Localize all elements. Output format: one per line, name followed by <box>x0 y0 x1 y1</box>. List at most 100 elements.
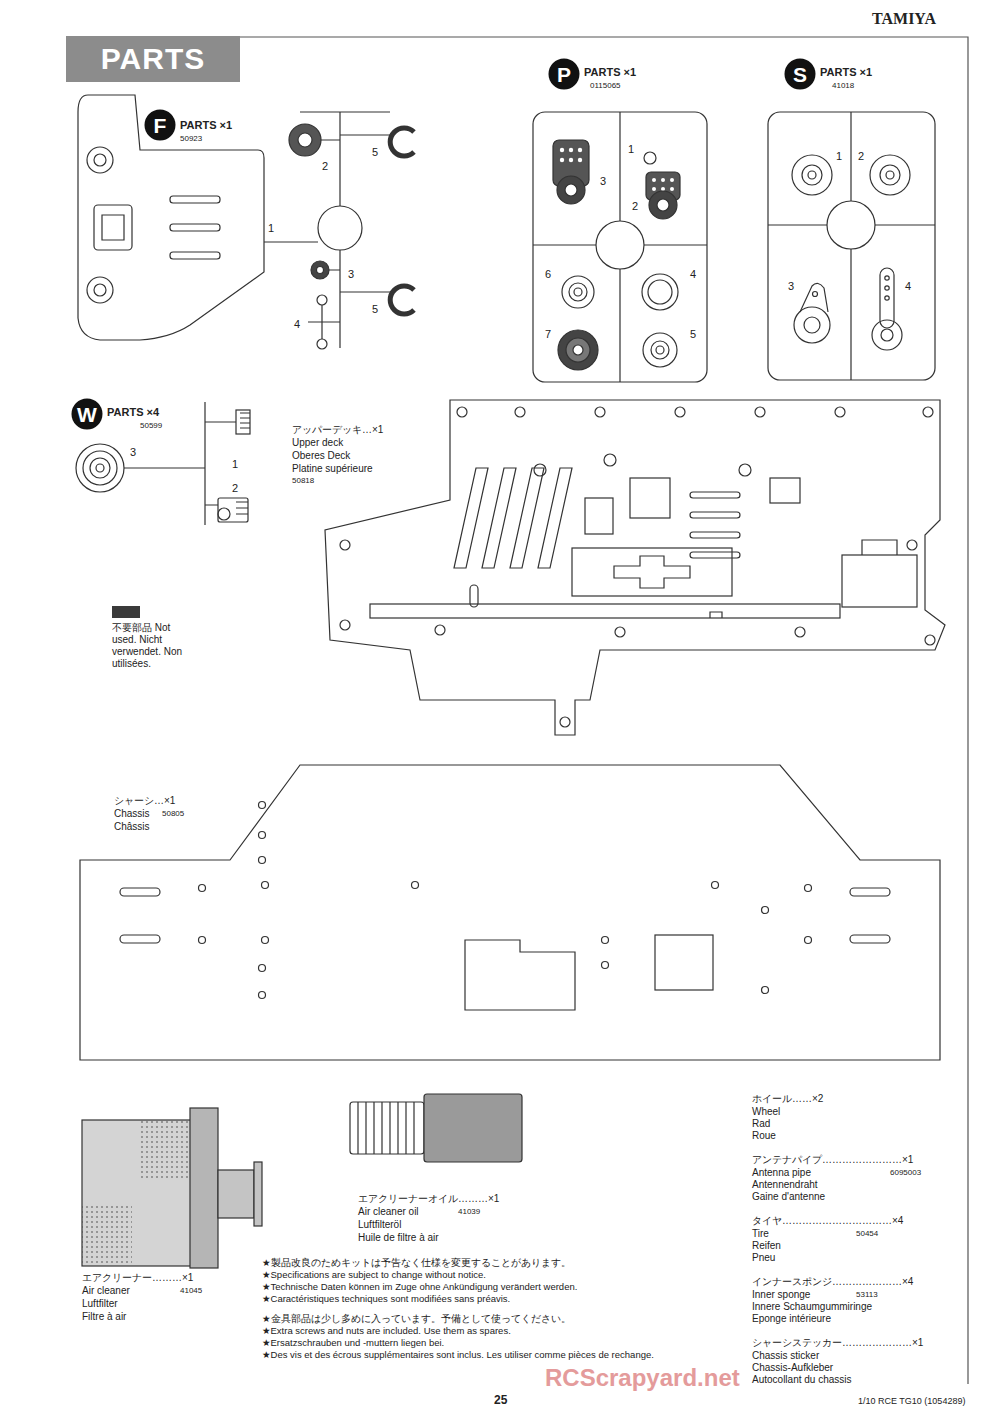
part-name: Filtre à air <box>82 1311 126 1323</box>
note-text: ★Extra screws and nuts are included. Use… <box>262 1326 511 1337</box>
parts-tree-heading: PARTS ×1 <box>584 66 636 79</box>
callout-number: 2 <box>858 150 864 163</box>
accessory-item: Reifen <box>752 1240 781 1252</box>
callout-number: 3 <box>600 175 606 188</box>
part-name: エアクリーナー………×1 <box>82 1272 193 1284</box>
callout-number: 3 <box>348 268 354 281</box>
parts-tree-heading: PARTS ×1 <box>820 66 872 79</box>
callout-number: 4 <box>905 280 911 293</box>
part-name: Oberes Deck <box>292 450 350 462</box>
accessory-item: シャーシステッカー…………………×1 <box>752 1337 923 1349</box>
accessory-item: Innere Schaumgummiringe <box>752 1301 872 1313</box>
part-name: アッパーデッキ…×1 <box>292 424 383 436</box>
badge-disc <box>145 110 176 141</box>
accessory-item: Chassis-Aufkleber <box>752 1362 833 1374</box>
callout-number: 3 <box>130 446 136 459</box>
part-number: 50805 <box>162 809 184 818</box>
legend-entry: 不要部品 Not used. Nicht verwendet. Non util… <box>112 606 208 670</box>
part-number: 41045 <box>180 1286 202 1295</box>
kit-code: 1/10 RCE TG10 (1054289) <box>858 1396 965 1406</box>
part-name: Luftfilteröl <box>358 1219 401 1231</box>
callout-number: 1 <box>268 222 274 235</box>
accessory-item: Chassis sticker <box>752 1350 819 1362</box>
accessory-item: タイヤ……………………………×4 <box>752 1215 903 1227</box>
parts-tree-badge: W <box>71 398 103 430</box>
title-banner: PARTS <box>66 36 240 82</box>
part-name: シャーシ…×1 <box>114 795 175 807</box>
part-number: 6095003 <box>890 1168 921 1177</box>
badge-disc <box>72 399 103 430</box>
note-text: ★Ersatzschrauben und -muttern liegen bei… <box>262 1338 444 1349</box>
page-number: 25 <box>494 1394 507 1408</box>
callout-number: 6 <box>545 268 551 281</box>
note-text: ★Caractéristiques techniques sont modifi… <box>262 1294 510 1305</box>
parts-tree-heading: PARTS ×1 <box>180 119 232 132</box>
part-name: Upper deck <box>292 437 343 449</box>
tree-letter: S <box>793 64 807 85</box>
part-number: 50454 <box>856 1229 878 1238</box>
callout-number: 1 <box>232 458 238 471</box>
tree-letter: W <box>77 404 97 425</box>
part-name: Luftfilter <box>82 1298 118 1310</box>
accessory-item: Gaine d'antenne <box>752 1191 825 1203</box>
accessory-item: Antennendraht <box>752 1179 818 1191</box>
part-number: 41039 <box>458 1207 480 1216</box>
brand-name: TAMIYA <box>872 10 936 28</box>
part-number: 53113 <box>856 1290 878 1299</box>
part-name: Air cleaner <box>82 1285 130 1297</box>
accessory-item: インナースポンジ…………………×4 <box>752 1276 913 1288</box>
part-number: 50599 <box>140 421 162 430</box>
callout-number: 7 <box>545 328 551 341</box>
accessory-item: Inner sponge <box>752 1289 810 1301</box>
callout-number: 3 <box>788 280 794 293</box>
tree-letter: P <box>557 64 571 85</box>
part-name: Platine supérieure <box>292 463 373 475</box>
callout-number: 1 <box>836 150 842 163</box>
accessory-item: Rad <box>752 1118 770 1130</box>
callout-number: 5 <box>372 146 378 159</box>
callout-number: 4 <box>690 268 696 281</box>
part-number: 0115065 <box>590 81 621 90</box>
callout-number: 2 <box>232 482 238 495</box>
note-text: ★Specifications are subject to change wi… <box>262 1270 486 1281</box>
badge-disc <box>785 59 816 90</box>
accessory-item: アンテナパイプ……………………×1 <box>752 1154 913 1166</box>
accessory-item: Tire <box>752 1228 769 1240</box>
note-text: ★製品改良のためキットは予告なく仕様を変更することがあります。 <box>262 1258 571 1269</box>
accessory-item: Pneu <box>752 1252 775 1264</box>
watermark: RCScrapyard.net <box>545 1364 740 1392</box>
accessory-item: Eponge intérieure <box>752 1313 831 1325</box>
callout-number: 2 <box>322 160 328 173</box>
note-text: ★Technische Daten können im Zuge ohne An… <box>262 1282 577 1293</box>
parts-tree-badge: F <box>144 109 176 141</box>
part-name: エアクリーナーオイル………×1 <box>358 1193 499 1205</box>
note-text: ★金具部品は少し多めに入っています。予備として使ってください。 <box>262 1314 571 1325</box>
part-number: 41018 <box>832 81 854 90</box>
part-name: Air cleaner oil <box>358 1206 419 1218</box>
legend-swatch <box>112 606 140 618</box>
accessory-item: ホイール……×2 <box>752 1093 823 1105</box>
callout-number: 5 <box>372 303 378 316</box>
callout-number: 5 <box>690 328 696 341</box>
note-text: ★Des vis et des écrous supplémentaires s… <box>262 1350 654 1361</box>
part-name: Huile de filtre à air <box>358 1232 439 1244</box>
accessory-item: Wheel <box>752 1106 780 1118</box>
section-title: PARTS <box>101 44 205 74</box>
tree-letter: F <box>154 115 167 136</box>
accessory-item: Antenna pipe <box>752 1167 811 1179</box>
parts-tree-badge: P <box>548 58 580 90</box>
part-number: 50923 <box>180 134 202 143</box>
parts-tree-badge: S <box>784 58 816 90</box>
part-name: Châssis <box>114 821 150 833</box>
accessory-item: Roue <box>752 1130 776 1142</box>
callout-number: 4 <box>294 318 300 331</box>
parts-tree-heading: PARTS ×4 <box>107 406 159 419</box>
part-number: 50818 <box>292 476 314 485</box>
accessory-item: Autocollant du chassis <box>752 1374 852 1386</box>
callout-number: 2 <box>632 200 638 213</box>
part-name: Chassis <box>114 808 150 820</box>
badge-disc <box>549 59 580 90</box>
legend-text: 不要部品 Not used. Nicht verwendet. Non util… <box>112 622 196 670</box>
